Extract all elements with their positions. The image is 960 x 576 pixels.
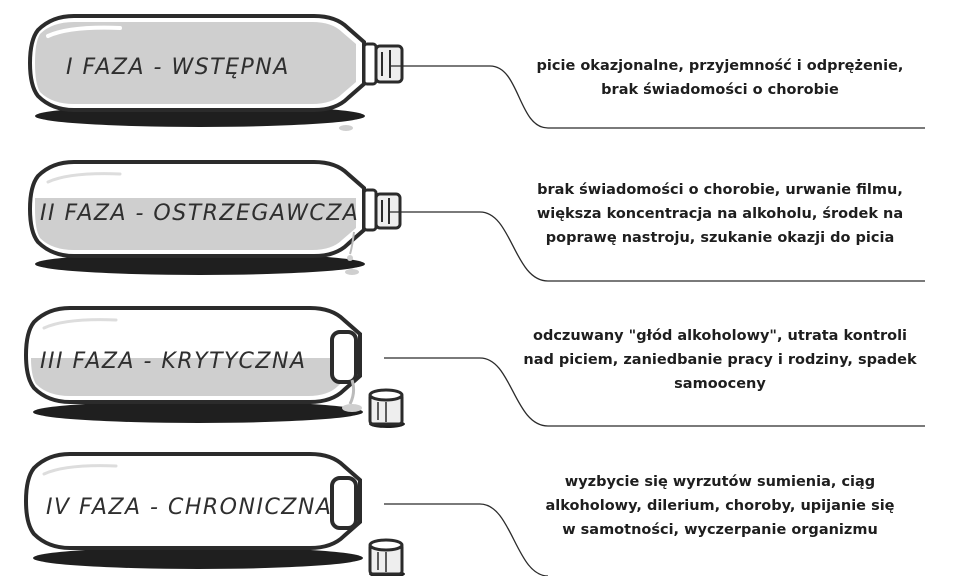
bottle-phase-2 (28, 160, 402, 275)
description-line: poprawę nastroju, szukanie okazji do pic… (545, 230, 895, 246)
bottle-phase-3 (24, 306, 405, 428)
bottle-liquid (31, 358, 352, 396)
description-line: wyzbycie się wyrzutów sumienia, ciąg (564, 474, 876, 490)
phase-2-label: II FAZA - OSTRZEGAWCZA (40, 201, 359, 226)
bottle-shadow (33, 547, 363, 569)
description-line: samooceny (674, 376, 766, 392)
phase-1-label: I FAZA - WSTĘPNA (66, 55, 290, 80)
description-line: brak świadomości o chorobie, urwanie fil… (537, 182, 903, 198)
connector-phase-3 (384, 357, 925, 427)
description-line: w samotności, wyczerpanie organizmu (562, 522, 878, 538)
phase-4-description: wyzbycie się wyrzutów sumienia, ciąg alk… (510, 470, 930, 542)
phase-1-description: picie okazjonalne, przyjemność i odpręże… (510, 54, 930, 102)
description-line: odczuwany "głód alkoholowy", utrata kont… (532, 328, 908, 344)
description-line: większa koncentracja na alkoholu, środek… (536, 206, 904, 222)
description-line: picie okazjonalne, przyjemność i odpręże… (536, 58, 904, 74)
phase-3-description: odczuwany "głód alkoholowy", utrata kont… (510, 324, 930, 396)
bottle-phase-1 (28, 14, 404, 131)
phase-3-label: III FAZA - KRYTYCZNA (40, 349, 307, 374)
bottle-shadow (33, 401, 363, 423)
cork (368, 388, 405, 428)
connector-phase-2 (390, 211, 925, 282)
connector-phase-1 (390, 65, 925, 129)
phase-4-label: IV FAZA - CHRONICZNA (46, 495, 332, 520)
bottle-phase-4 (24, 452, 405, 576)
cork (368, 538, 405, 576)
bottle-liquid (35, 22, 356, 104)
bottle-liquid (35, 198, 356, 250)
connector-phase-4 (384, 503, 549, 576)
bottle-shadow (35, 253, 365, 275)
phase-2-description: brak świadomości o chorobie, urwanie fil… (510, 178, 930, 250)
description-line: brak świadomości o chorobie (601, 82, 839, 98)
description-line: alkoholowy, dilerium, choroby, upijanie … (545, 498, 895, 514)
description-line: nad piciem, zaniedbanie pracy i rodziny,… (523, 352, 917, 368)
